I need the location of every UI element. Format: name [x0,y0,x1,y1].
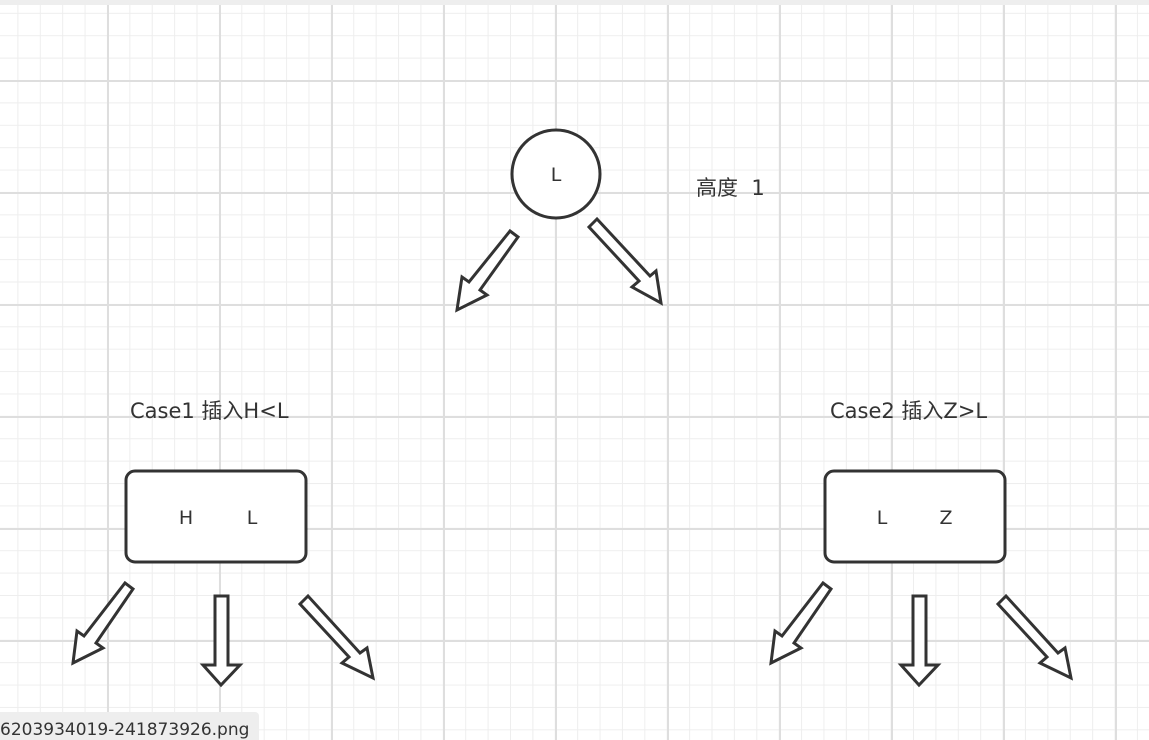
root-node: L [510,128,602,220]
case1-right-arrow [297,593,376,681]
root-node-label: L [551,164,562,186]
case1-key-2: L [247,507,258,529]
filename-label: 6203934019-241873926.png [0,712,260,740]
root-left-arrow [455,228,521,313]
case1-title: Case1 插入H<L [130,399,289,423]
case2-title: Case2 插入Z>L [830,399,987,423]
case1-middle-arrow [199,594,244,688]
case1-left-arrow [71,580,136,666]
case2-node-box [823,469,1007,564]
case2-node: L Z [823,469,1007,564]
case2-middle-arrow [897,594,942,688]
root-node-circle [510,128,602,220]
case1-arrows [71,580,376,688]
case1-key-1: H [179,507,193,529]
case2-arrows [769,580,1074,688]
case1-node: H L [124,469,308,564]
root-right-arrow [586,216,663,306]
case2-key-1: L [877,507,888,529]
height-label: 高度 1 [696,176,765,200]
root-arrows [455,216,663,313]
case2-key-2: Z [939,507,952,529]
tree-diagram: L 高度 1 Case1 插入H<L H L Case2 插入Z>L L Z [71,128,1074,688]
case2-left-arrow [769,580,834,666]
case2-right-arrow [995,593,1074,681]
case1-node-box [124,469,308,564]
